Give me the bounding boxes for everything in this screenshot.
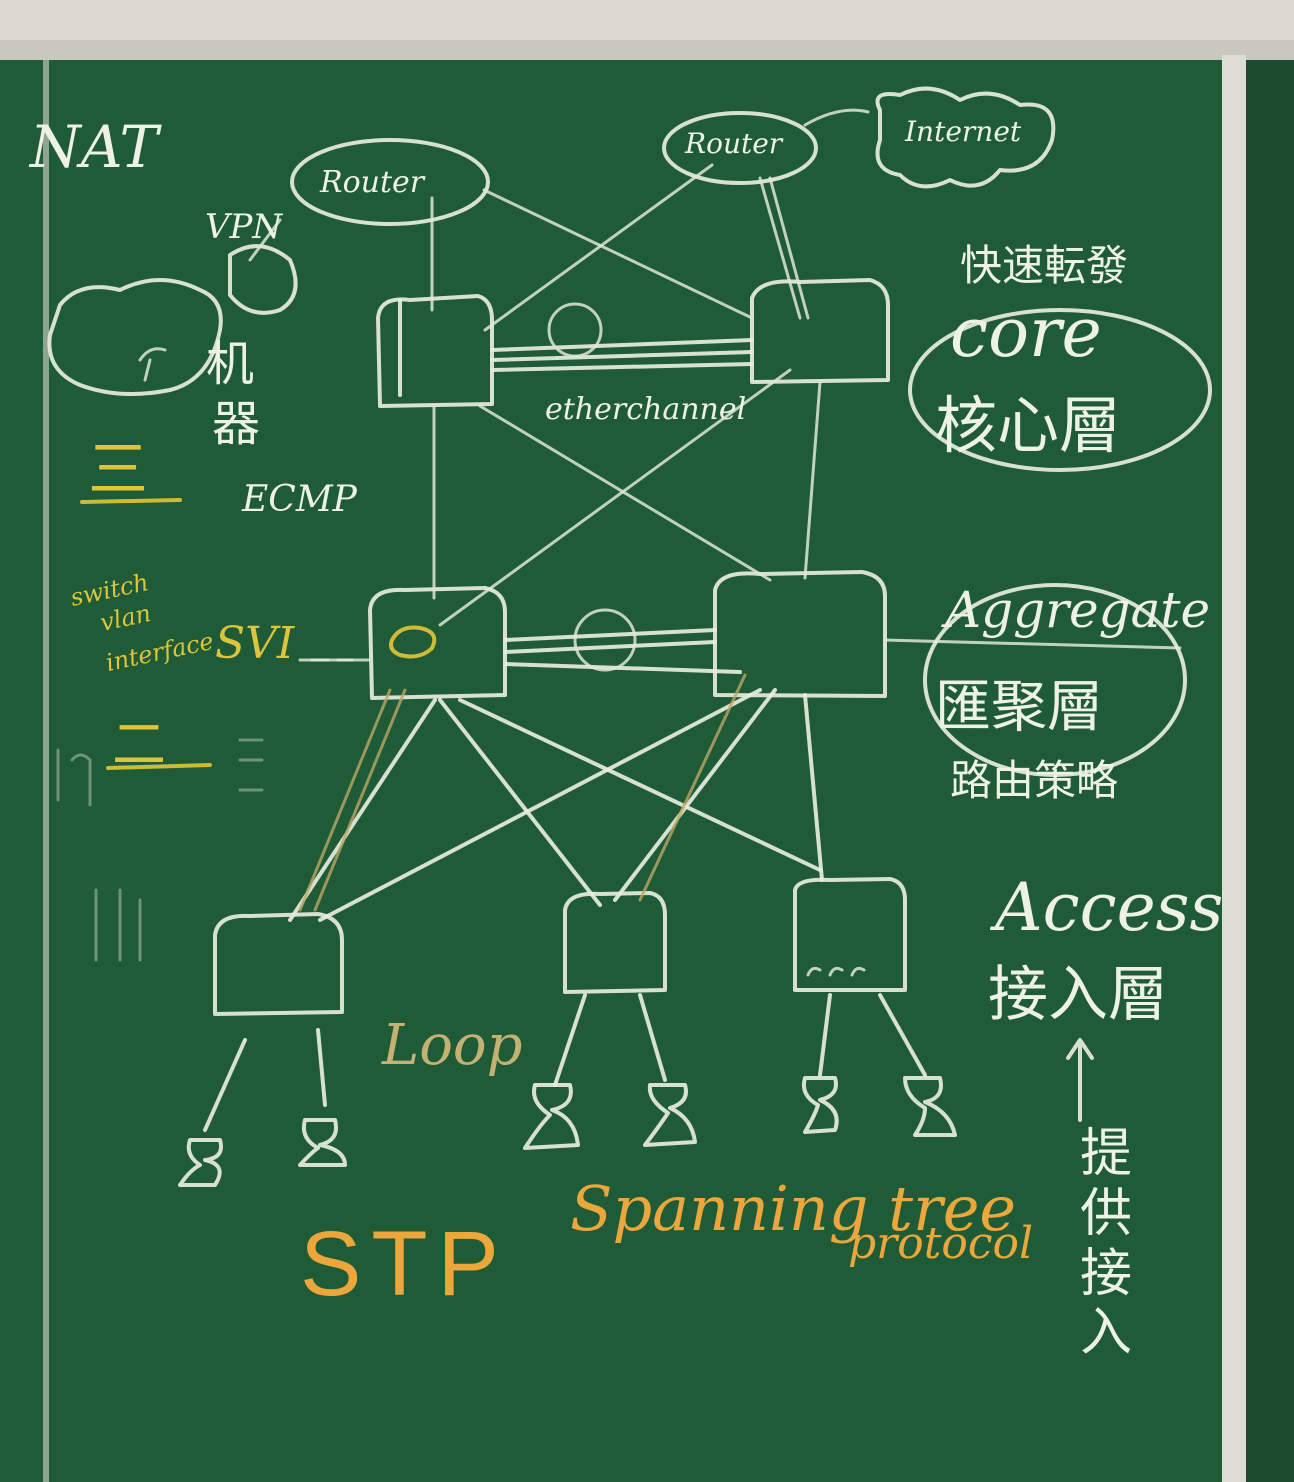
etherchannel-label: etherchannel	[545, 392, 747, 427]
internet-label: Internet	[905, 115, 1022, 148]
vpn-cloud-icon	[47, 218, 298, 396]
fast-forward-label: 快速転發	[960, 241, 1129, 290]
network-links	[203, 163, 1182, 1132]
access-switch-left-icon	[213, 912, 344, 1016]
access-label: Access	[995, 869, 1224, 946]
erased-chalk-smudges	[56, 738, 264, 962]
protocol-label: protocol	[848, 1218, 1034, 1269]
layer-two-underline	[106, 763, 212, 770]
core-label: core	[950, 294, 1102, 373]
side-panel	[1246, 60, 1294, 1482]
arrow-up-icon	[1066, 1038, 1094, 1122]
top-rail	[0, 0, 1294, 40]
router-cloud-icon	[662, 111, 818, 185]
host-icon	[178, 1138, 223, 1187]
router-cloud-icon	[290, 138, 490, 226]
core-layer-label: 核心層	[935, 389, 1122, 462]
host-icon	[298, 1118, 347, 1167]
loop-label: Loop	[382, 1013, 523, 1078]
provide-access-label: 提供接入	[1080, 1124, 1133, 1364]
nat-label: NAT	[30, 113, 159, 181]
ecmp-label: ECMP	[242, 479, 357, 520]
routing-policy-label: 路由策略	[950, 756, 1119, 805]
access-switch-middle-icon	[563, 891, 667, 994]
host-icon	[643, 1083, 697, 1147]
etherchannel-ring-icon	[547, 302, 603, 358]
layer-two-label: 二	[112, 713, 166, 776]
core-layer-ring	[908, 308, 1212, 472]
stp-label: STP	[300, 1213, 509, 1315]
etherchannel-ring-icon	[573, 608, 637, 672]
aggregate-label: Aggregate	[945, 581, 1211, 639]
host-icon	[523, 1083, 580, 1150]
board-left-edge	[0, 60, 46, 1482]
access-switch-right-icon	[793, 877, 907, 992]
access-layer-label: 接入層	[988, 960, 1168, 1030]
aggregation-switch-right-icon	[713, 570, 887, 698]
vpn-label: VPN	[205, 207, 283, 247]
aggregate-layer-ring	[923, 583, 1187, 777]
router-right-label: Router	[685, 127, 783, 160]
layer-three-label: 三	[88, 435, 148, 505]
cjk-glyph-2: 器	[212, 396, 261, 452]
host-icon	[903, 1076, 957, 1137]
aggregation-switch-left-icon	[368, 586, 507, 700]
core-switch-left-icon	[376, 294, 494, 408]
internet-cloud-icon	[875, 86, 1056, 189]
layer-three-underline	[80, 498, 182, 504]
spanning-tree-label: Spanning tree	[570, 1172, 1017, 1245]
host-icon	[801, 1076, 839, 1134]
router-left-label: Router	[320, 165, 425, 200]
core-switch-right-icon	[750, 278, 890, 384]
panel-divider	[1222, 55, 1246, 1482]
cjk-glyph-1: 机	[206, 336, 255, 392]
aggregate-layer-label: 匯聚層	[935, 675, 1103, 740]
svi-label: SVI	[215, 618, 295, 669]
top-rail-shadow	[0, 40, 1294, 60]
